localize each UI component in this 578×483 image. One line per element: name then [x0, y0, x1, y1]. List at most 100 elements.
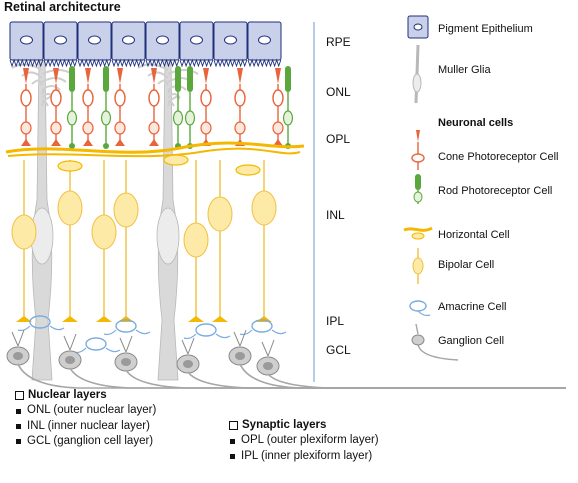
layer-label-opl: OPL [326, 132, 350, 146]
cone-photoreceptor-cell [200, 68, 212, 146]
bipolar-terminal [212, 316, 228, 322]
bipolar-soma [91, 214, 117, 250]
synaptic-item-ipl: IPL (inner plexiform layer) [241, 449, 373, 462]
bipolar-soma [113, 192, 139, 228]
ganglion-icon [411, 334, 425, 346]
layer-label-onl: ONL [326, 85, 351, 99]
bipolar-soma [11, 214, 37, 250]
legend-label-muller: Muller Glia [438, 64, 491, 76]
muller-glia-icon-soma [412, 73, 422, 93]
pigment-epithelium-nucleus [122, 35, 135, 45]
layer-label-inl: INL [326, 208, 345, 222]
ganglion-cell [114, 335, 566, 389]
synaptic-layers-list: OPL (outer plexiform layer) IPL (inner p… [228, 433, 379, 464]
muller-glia-process [41, 101, 49, 107]
legend-label-cone: Cone Photoreceptor Cell [438, 151, 558, 163]
ganglion-axon [69, 367, 566, 389]
cone-inner-segment [50, 89, 62, 107]
cone-photoreceptor-cell [234, 68, 246, 146]
cone-inner-segment [82, 89, 94, 107]
bipolar-cell [251, 160, 277, 322]
ganglion-nucleus [235, 352, 245, 360]
ganglion-dendrite [11, 329, 25, 347]
cone-inner-segment [234, 89, 246, 107]
bipolar-terminal [188, 316, 204, 322]
rod-spherule [103, 143, 109, 149]
rod-icon [415, 174, 421, 190]
horizontal-cell-soma [235, 164, 261, 176]
ganglion-cell [228, 329, 566, 389]
cone-icon-body [411, 153, 425, 163]
pigment-epithelium-nucleus [224, 35, 237, 45]
muller-glia-process [147, 71, 169, 79]
amacrine-process [183, 333, 231, 340]
bipolar-terminal [96, 316, 112, 322]
amacrine-cells [17, 315, 287, 354]
rod-outer-segment [175, 66, 181, 92]
horizontal-cells [5, 141, 305, 176]
pigment-epithelium-microvilli [43, 58, 78, 68]
muller-glia-process [167, 69, 199, 75]
checkbox-square-icon [229, 421, 238, 431]
cone-nucleus [20, 121, 32, 135]
ganglion-axon [187, 371, 566, 389]
horizontal-cell-icon [403, 226, 433, 232]
ganglion-icon-axon [415, 323, 459, 361]
cone-inner-segment [148, 89, 160, 107]
ganglion-cell [176, 337, 566, 389]
cone-outer-segment [117, 68, 123, 84]
rod-photoreceptor-cell [66, 66, 78, 149]
ganglion-axon [267, 373, 566, 389]
muller-glia-process [157, 79, 169, 87]
cone-nucleus [234, 121, 246, 135]
synaptic-item-opl: OPL (outer plexiform layer) [241, 434, 379, 447]
bipolar-cell [11, 160, 37, 322]
amacrine-cell [73, 337, 121, 354]
rod-nucleus [66, 110, 78, 126]
ganglion-dendrite [63, 333, 77, 351]
amacrine-cell [103, 319, 151, 336]
pigment-epithelium-microvilli [179, 58, 214, 68]
diagram-title: Retinal architecture [4, 0, 121, 14]
cone-outer-segment [275, 68, 281, 84]
ganglion-axon [239, 363, 566, 389]
cone-photoreceptor-cell [82, 68, 94, 146]
bipolar-cell [183, 160, 209, 322]
rod-nucleus [100, 110, 112, 126]
amacrine-soma [195, 323, 217, 337]
ganglion-nucleus [65, 356, 75, 364]
muller-glia-process [41, 87, 46, 95]
rod-outer-segment [187, 66, 193, 92]
pigment-epithelium-microvilli [9, 58, 44, 68]
cone-outer-segment [85, 68, 91, 84]
ganglion-dendrite [181, 337, 195, 355]
ganglion-nucleus [13, 352, 23, 360]
cone-terminal [115, 139, 125, 146]
ganglion-dendrite [261, 339, 275, 357]
amacrine-icon-process [417, 310, 431, 317]
cone-photoreceptor-cell [20, 68, 32, 146]
cone-inner-segment [20, 89, 32, 107]
nuclear-layers-note: Nuclear layers ONL (outer nuclear layer)… [14, 388, 156, 450]
amacrine-soma [115, 319, 137, 333]
nuclear-layers-list: ONL (outer nuclear layer) INL (inner nuc… [14, 403, 156, 449]
cone-icon [416, 130, 420, 142]
legend-label-neuronal-heading: Neuronal cells [438, 117, 513, 129]
bipolar-cell [91, 160, 117, 322]
horizontal-cell-icon-soma [411, 232, 425, 240]
cone-terminal [149, 139, 159, 146]
cone-outer-segment [237, 68, 243, 84]
list-item: GCL (ganglion cell layer) [14, 434, 156, 449]
legend-label-amacrine: Amacrine Cell [438, 301, 506, 313]
amacrine-soma [29, 315, 51, 329]
bullet-square-icon [16, 439, 21, 445]
bipolar-soma [57, 190, 83, 226]
muller-glia-process [167, 101, 175, 107]
rod-icon-body [413, 191, 423, 203]
bipolar-cell [207, 160, 233, 322]
rod-spherule [69, 143, 75, 149]
cone-nucleus [50, 121, 62, 135]
pigment-epithelium-nucleus [20, 35, 33, 45]
cone-terminal [83, 139, 93, 146]
